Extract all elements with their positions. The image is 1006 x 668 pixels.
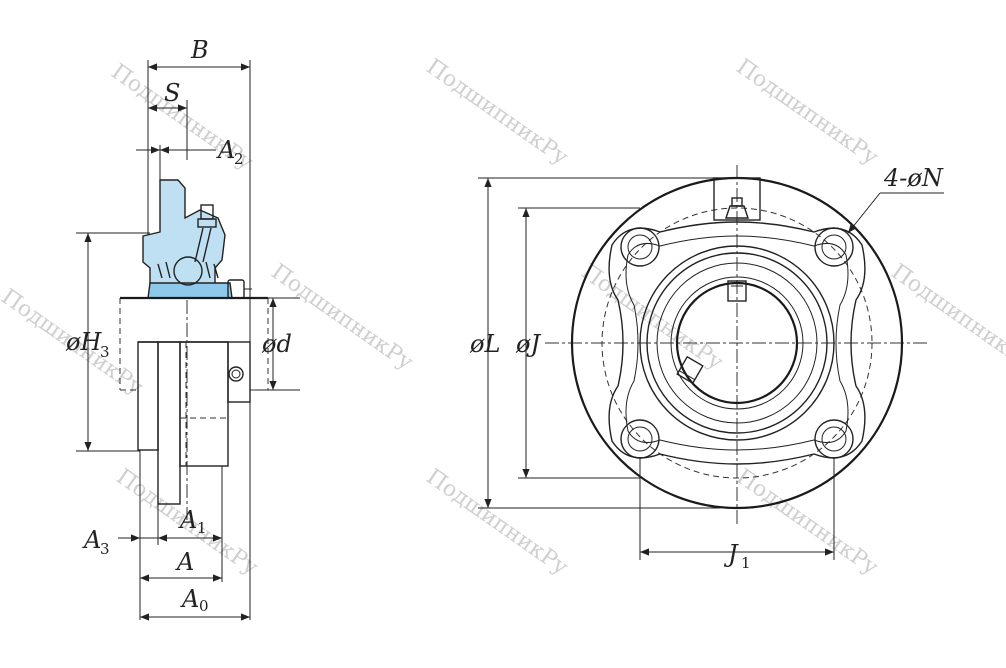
grease-fitting-front (713, 177, 761, 221)
svg-text:øH: øH (65, 328, 102, 356)
housing-top (142, 179, 226, 286)
svg-text:A: A (216, 136, 235, 164)
dim-label-A1: A 1 (178, 506, 207, 537)
svg-text:1: 1 (197, 519, 207, 537)
dim-label-L: øL (469, 330, 500, 358)
set-screw-top (727, 280, 747, 302)
dim-label-J: øJ (515, 330, 541, 358)
svg-text:2: 2 (234, 150, 244, 168)
bearing-ball (173, 256, 203, 286)
dim-label-S: S (164, 79, 180, 107)
front-view: øL øJ J 1 4-øN (469, 164, 944, 572)
svg-text:0: 0 (199, 597, 209, 615)
housing-lobe-outline (608, 221, 866, 465)
set-screw-angled (676, 355, 704, 385)
svg-text:A: A (82, 526, 101, 554)
watermark-3: ПодшипникРу (732, 54, 883, 170)
watermark-5: ПодшипникРу (267, 259, 418, 375)
svg-text:3: 3 (100, 540, 110, 558)
grease-fitting-side (194, 204, 217, 263)
svg-text:A: A (180, 585, 199, 613)
dim-label-N: 4-øN (883, 164, 944, 192)
watermark-2: ПодшипникРу (422, 54, 573, 170)
svg-text:A: A (178, 506, 197, 534)
svg-text:3: 3 (100, 343, 110, 361)
watermark-10: ПодшипникРу (732, 464, 883, 580)
dim-label-A3: A 3 (82, 526, 110, 558)
dim-label-d: ød (261, 330, 292, 358)
bore-circle (675, 281, 799, 405)
side-view: B S A 2 (65, 36, 300, 621)
watermark-7: ПодшипникРу (887, 259, 1006, 375)
watermark-9: ПодшипникРу (422, 464, 573, 580)
watermark-6: ПодшипникРу (577, 259, 728, 375)
svg-text:J: J (723, 540, 739, 568)
dim-label-B: B (190, 36, 209, 64)
dim-label-A2: A 2 (216, 136, 244, 168)
dim-label-A0: A 0 (180, 585, 209, 615)
dim-label-J1: J 1 (723, 540, 751, 572)
watermarks: ПодшипникРу ПодшипникРу ПодшипникРу Подш… (0, 54, 1006, 580)
bolt-holes (620, 227, 854, 459)
svg-text:1: 1 (741, 554, 751, 572)
dim-label-A: A (175, 548, 194, 576)
dim-label-H3: øH 3 (65, 328, 110, 361)
